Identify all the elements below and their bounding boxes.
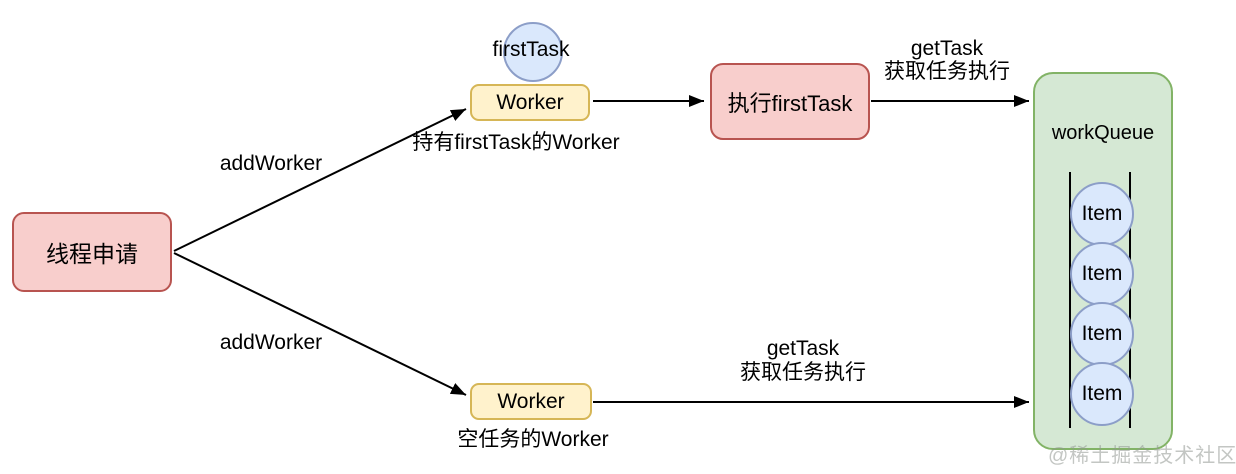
queue-item-label: Item: [1081, 382, 1123, 405]
queue-item: Item: [1070, 302, 1134, 366]
worker-bottom-label: Worker: [497, 389, 565, 413]
edge-label-get-task-top-line2: 获取任务执行: [884, 60, 1010, 83]
queue-item: Item: [1070, 182, 1134, 246]
edge-label-get-task-bottom-line1: getTask: [766, 337, 840, 360]
edge-add-worker-bottom: [173, 252, 467, 396]
work-queue-title: workQueue: [1051, 122, 1155, 144]
thread-request-node: 线程申请: [12, 212, 172, 292]
exec-first-task-node: 执行firstTask: [710, 63, 870, 140]
queue-item: Item: [1070, 362, 1134, 426]
queue-item: Item: [1070, 242, 1134, 306]
worker-bottom-node: Worker: [470, 383, 592, 420]
first-task-circle: [503, 22, 563, 82]
worker-top-node: Worker: [470, 84, 590, 121]
thread-request-label: 线程申请: [46, 241, 138, 267]
queue-item-label: Item: [1081, 202, 1123, 225]
edge-label-get-task-top: getTask 获取任务执行: [866, 37, 1028, 83]
worker-top-label: Worker: [496, 90, 564, 114]
edge-label-get-task-bottom-line2: 获取任务执行: [740, 361, 866, 384]
edge-label-add-worker-bottom: addWorker: [219, 331, 323, 354]
exec-first-task-label: 执行firstTask: [727, 90, 853, 116]
worker-bottom-caption: 空任务的Worker: [457, 428, 609, 451]
queue-item-label: Item: [1081, 262, 1123, 285]
edge-label-get-task-bottom: getTask 获取任务执行: [722, 337, 884, 385]
worker-top-caption: 持有firstTask的Worker: [412, 131, 620, 154]
edge-label-add-worker-top: addWorker: [219, 152, 323, 175]
first-task-label: firstTask: [492, 38, 570, 61]
edge-label-get-task-top-line1: getTask: [910, 37, 984, 60]
queue-item-label: Item: [1081, 322, 1123, 345]
watermark: @稀土掘金技术社区: [1048, 445, 1236, 467]
